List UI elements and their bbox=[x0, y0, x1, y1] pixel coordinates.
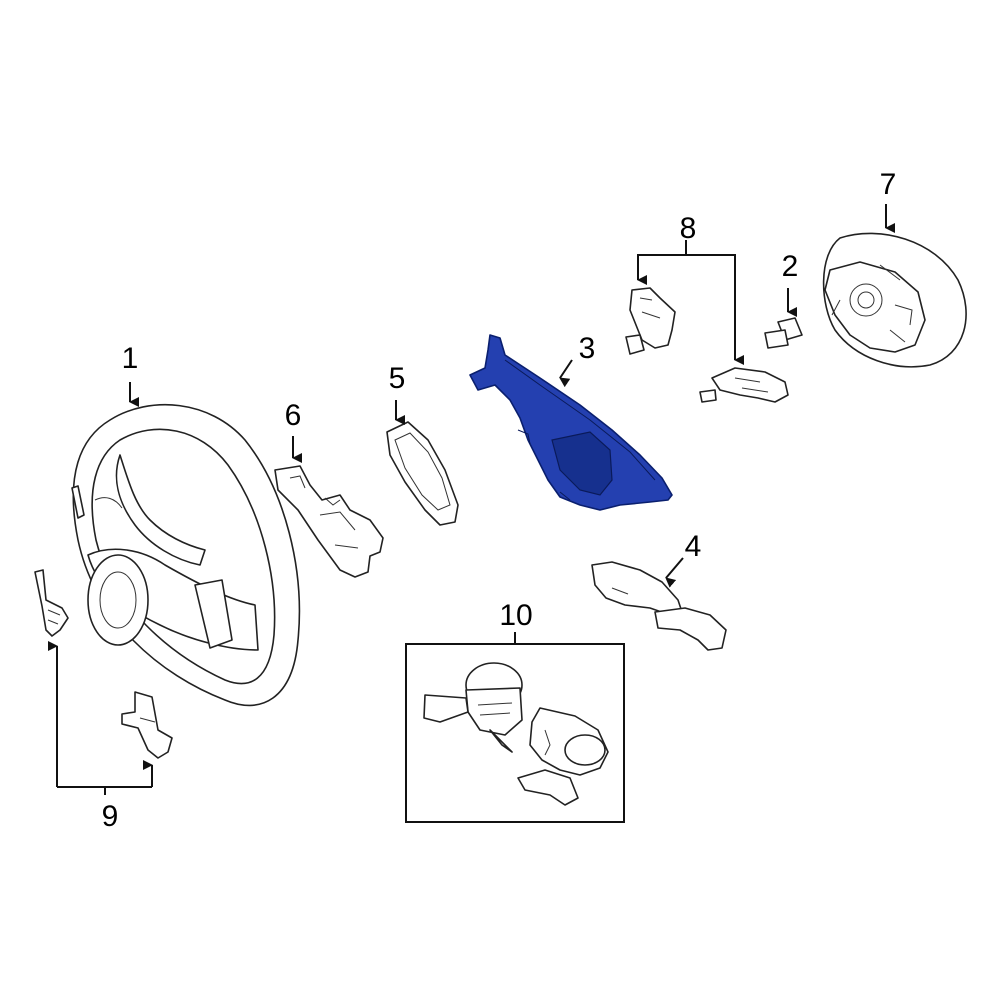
lower-trim-part[interactable] bbox=[591, 561, 727, 651]
paddle-switch-right-part[interactable] bbox=[121, 691, 173, 759]
lower-cover-part[interactable] bbox=[274, 465, 384, 578]
callout-2: 2 bbox=[782, 250, 799, 283]
steering-wheel-part[interactable] bbox=[71, 403, 301, 707]
upper-cover-part[interactable] bbox=[469, 334, 673, 511]
callout-1: 1 bbox=[122, 342, 139, 375]
callout-9: 9 bbox=[102, 800, 119, 833]
switch-assembly-right-part[interactable] bbox=[517, 707, 609, 806]
callout-5: 5 bbox=[389, 362, 406, 395]
airbag-module-part[interactable] bbox=[822, 232, 967, 368]
callout-8: 8 bbox=[680, 212, 697, 245]
callout-4: 4 bbox=[685, 530, 702, 563]
switch-connector-lower-part[interactable] bbox=[699, 367, 789, 403]
trim-ring-part[interactable] bbox=[386, 421, 459, 526]
switch-assembly-left-part[interactable] bbox=[423, 662, 523, 753]
paddle-switch-left-part[interactable] bbox=[34, 569, 69, 637]
upper-cover-highlight bbox=[469, 334, 673, 511]
callout-10: 10 bbox=[499, 599, 532, 632]
switch-connector-upper-part[interactable] bbox=[625, 287, 676, 355]
callout-3: 3 bbox=[579, 332, 596, 365]
bolt-part[interactable] bbox=[764, 317, 803, 349]
callout-6: 6 bbox=[285, 399, 302, 432]
callout-7: 7 bbox=[880, 168, 897, 201]
